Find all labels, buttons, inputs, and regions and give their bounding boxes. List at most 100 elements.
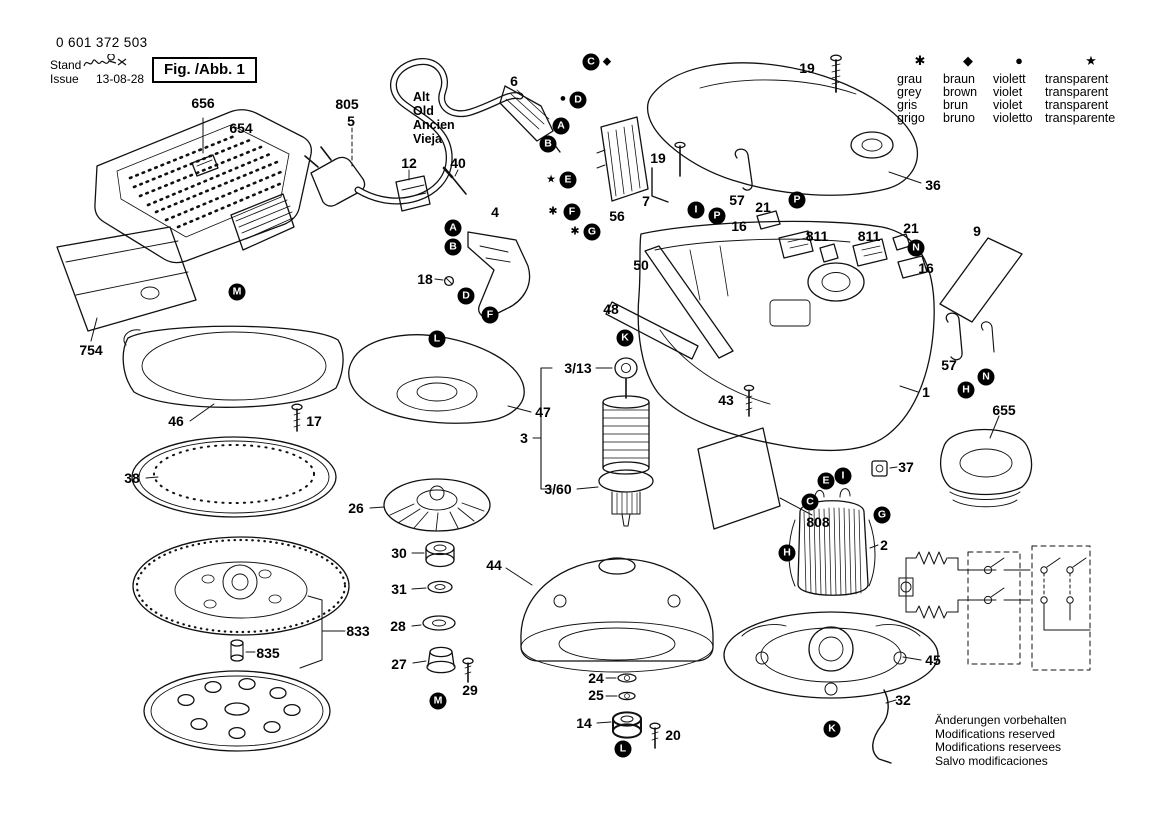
part-callout-3-60: 3/60: [544, 481, 572, 497]
part-callout-4: 4: [491, 204, 499, 220]
issue-date: 13-08-28: [96, 72, 145, 86]
assembly-letter-F: F: [563, 203, 581, 221]
legend-color-word: brun: [943, 98, 969, 112]
issue-label: Issue: [50, 72, 79, 86]
assembly-letter-M: M: [429, 692, 447, 710]
legacy-note-line: Vieja: [413, 132, 442, 146]
legend-color-word: transparente: [1045, 111, 1116, 125]
part-callout-808: 808: [806, 514, 830, 530]
assembly-letter-C: C: [801, 493, 819, 511]
part-callout-57: 57: [941, 357, 957, 373]
part-callout-1: 1: [922, 384, 930, 400]
legend-symbol-1: ◆: [963, 53, 973, 68]
assembly-letter-M: M: [228, 283, 246, 301]
assembly-letter-F: F: [481, 306, 499, 324]
part-callout-27: 27: [391, 656, 407, 672]
legend-color-word: grigo: [897, 111, 925, 125]
footer-note-line: Änderungen vorbehalten: [935, 713, 1067, 727]
part-callout-37: 37: [898, 459, 914, 475]
assembly-letter-D: D: [569, 91, 587, 109]
part-callout-20: 20: [665, 727, 681, 743]
assembly-letter-L: L: [614, 740, 632, 758]
part-callout-44: 44: [486, 557, 502, 573]
legend-color-word: bruno: [943, 111, 975, 125]
part-callout-805: 805: [335, 96, 359, 112]
part-callout-57: 57: [729, 192, 745, 208]
part-callout-2: 2: [880, 537, 888, 553]
part-callout-40: 40: [450, 155, 466, 171]
legend-color-word: transparent: [1045, 98, 1109, 112]
color-symbol-marker: ✱: [570, 225, 580, 238]
legend-color-word: gris: [897, 98, 918, 112]
part-callout-655: 655: [992, 402, 1016, 418]
legend-color-word: transparent: [1045, 72, 1109, 86]
part-callout-811: 811: [805, 228, 829, 244]
assembly-letter-A: A: [552, 117, 570, 135]
assembly-letter-H: H: [778, 544, 796, 562]
part-callout-19: 19: [650, 150, 666, 166]
stand-scribble-icon: [82, 53, 128, 77]
part-callout-656: 656: [191, 95, 215, 111]
assembly-letter-I: I: [834, 467, 852, 485]
legend-color-word: violet: [993, 98, 1023, 112]
part-callout-47: 47: [535, 404, 551, 420]
legend-symbol-3: ★: [1085, 53, 1097, 68]
color-symbol-marker: ★: [546, 173, 556, 186]
part-callout-835: 835: [256, 645, 280, 661]
part-callout-833: 833: [346, 623, 370, 639]
part-callout-16: 16: [918, 260, 934, 276]
assembly-letter-P: P: [788, 191, 806, 209]
assembly-letter-N: N: [907, 239, 925, 257]
part-callout-31: 31: [391, 581, 407, 597]
legacy-note-line: Ancien: [413, 118, 455, 132]
legend-color-word: grey: [897, 85, 922, 99]
part-callout-7: 7: [642, 193, 650, 209]
legend-color-word: transparent: [1045, 85, 1109, 99]
legend-symbol-0: ✱: [914, 53, 926, 68]
legend-color-word: grau: [897, 72, 923, 86]
part-callout-14: 14: [576, 715, 592, 731]
part-callout-26: 26: [348, 500, 364, 516]
part-callout-25: 25: [588, 687, 604, 703]
assembly-letter-G: G: [583, 223, 601, 241]
assembly-letter-A: A: [444, 219, 462, 237]
part-callout-50: 50: [633, 257, 649, 273]
legend-symbol-2: ●: [1015, 53, 1023, 68]
assembly-letter-H: H: [957, 381, 975, 399]
part-callout-45: 45: [925, 652, 941, 668]
color-symbol-marker: ◆: [602, 55, 612, 68]
legend-color-word: violett: [993, 72, 1026, 86]
part-callout-3-13: 3/13: [564, 360, 592, 376]
assembly-letter-K: K: [616, 329, 634, 347]
part-callout-38: 38: [124, 470, 140, 486]
assembly-letter-C: C: [582, 53, 600, 71]
part-callout-3: 3: [520, 430, 528, 446]
part-callout-32: 32: [895, 692, 911, 708]
legend-color-word: violetto: [993, 111, 1033, 125]
part-callout-43: 43: [718, 392, 734, 408]
part-callout-56: 56: [609, 208, 625, 224]
assembly-letter-E: E: [559, 171, 577, 189]
part-callout-46: 46: [168, 413, 184, 429]
color-symbol-marker: ✱: [548, 205, 558, 218]
assembly-letter-L: L: [428, 330, 446, 348]
footer-note-line: Modifications reservees: [935, 740, 1062, 754]
assembly-letter-B: B: [444, 238, 462, 256]
part-callout-21: 21: [755, 199, 771, 215]
footer-note-line: Modifications reserved: [935, 726, 1056, 741]
part-callout-17: 17: [306, 413, 322, 429]
part-callout-5: 5: [347, 113, 355, 129]
part-callout-12: 12: [401, 155, 417, 171]
assembly-letter-K: K: [823, 720, 841, 738]
part-callout-6: 6: [510, 73, 518, 89]
color-symbol-marker: ●: [559, 92, 567, 105]
legend-color-word: brown: [943, 85, 978, 99]
part-callout-9: 9: [973, 223, 981, 239]
document-part-number: 0 601 372 503: [56, 35, 148, 50]
footer-note-line: Salvo modificaciones: [935, 753, 1048, 768]
figure-label: Fig. /Abb. 1: [152, 57, 257, 83]
assembly-letter-E: E: [817, 472, 835, 490]
